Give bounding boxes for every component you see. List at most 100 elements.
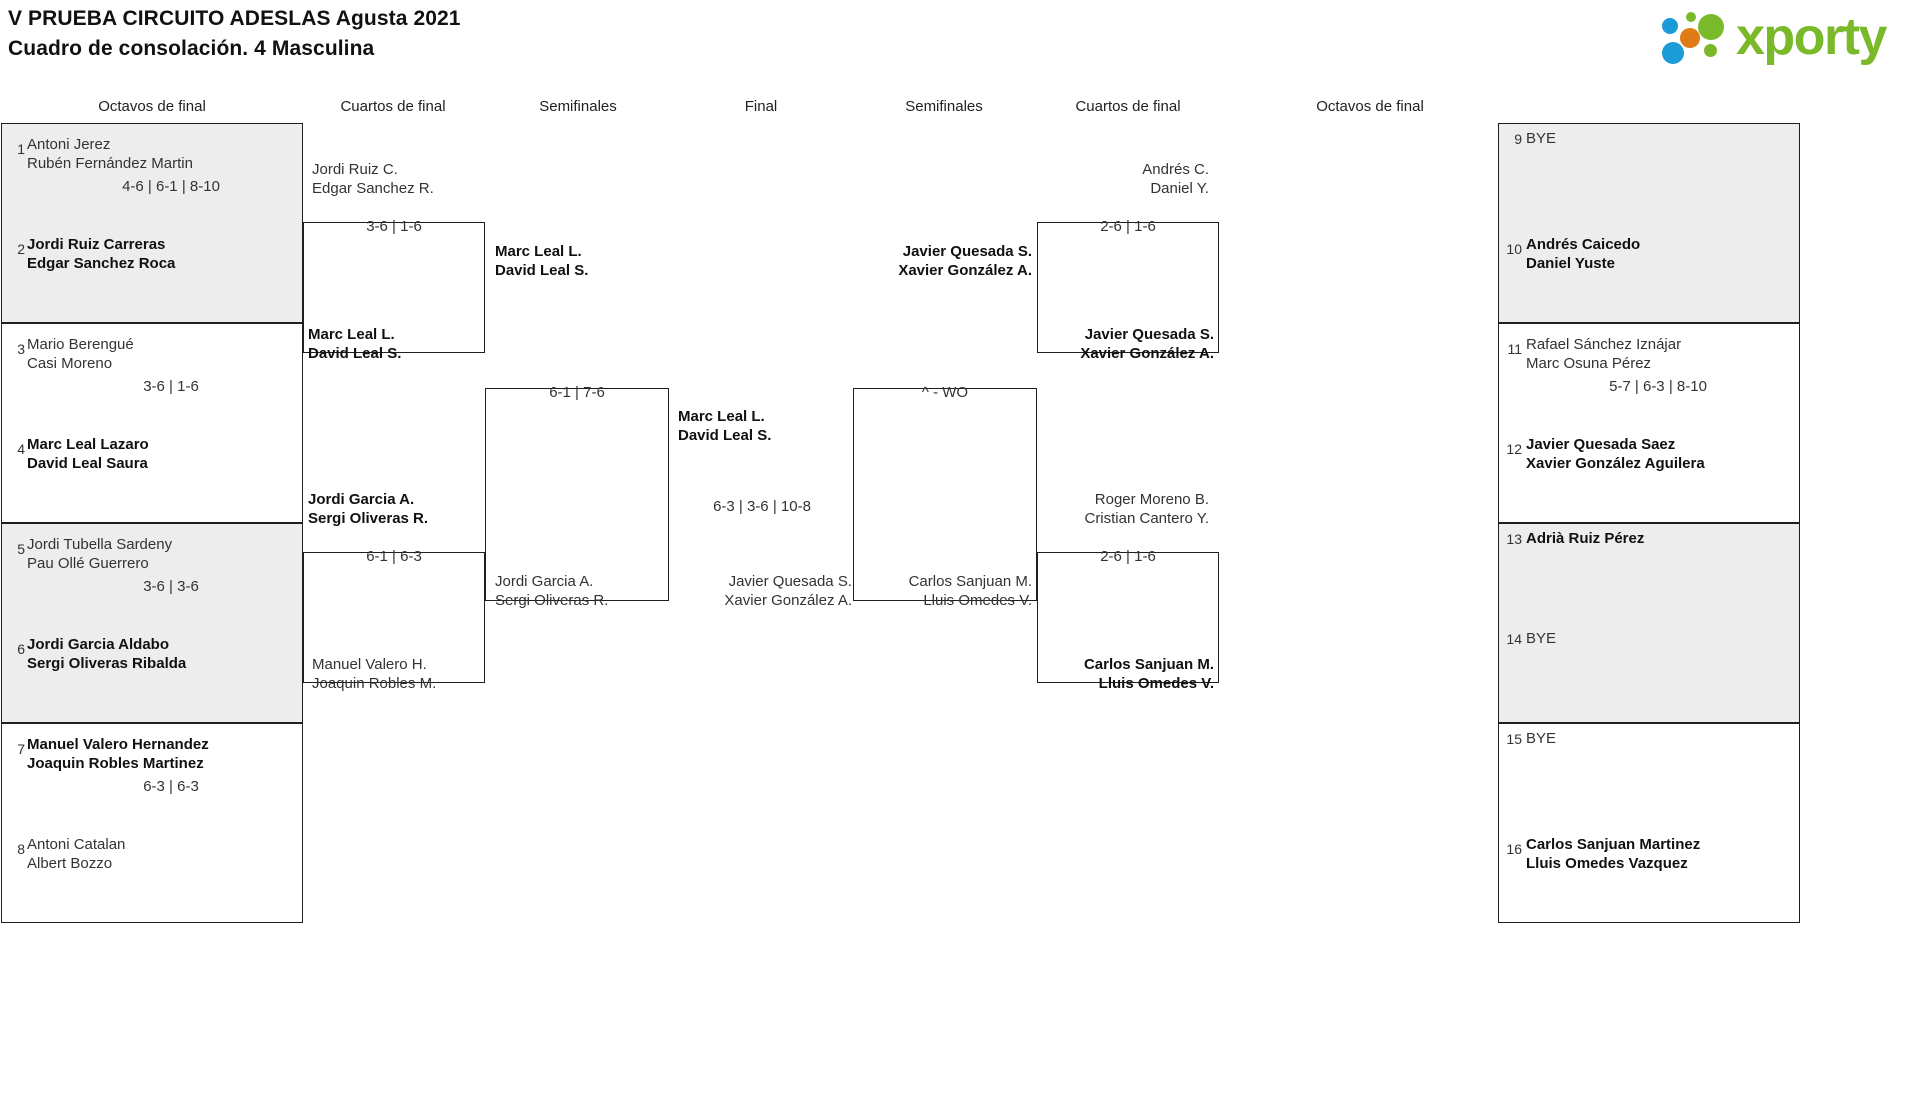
qf-left-match-1[interactable]: [303, 552, 485, 683]
qf-right-0-top-a: Andrés C.: [1142, 161, 1209, 178]
r16-right-match-3[interactable]: [1498, 723, 1800, 923]
player-right-6-a: BYE: [1526, 730, 1557, 747]
sf-left-top-b: David Leal S.: [495, 262, 589, 279]
r16-right-match-2[interactable]: [1498, 523, 1800, 723]
seed-right-2: 11: [1507, 341, 1522, 357]
seed-right-0: 9: [1514, 131, 1522, 147]
player-left-7-a: Antoni Catalan: [27, 836, 126, 853]
qf-right-1-score: 2-6 | 1-6: [1100, 548, 1156, 565]
sf-right-bot-b: Lluis Omedes V.: [923, 592, 1032, 609]
sf-left-score: 6-1 | 7-6: [549, 384, 605, 401]
qf-right-0-top-b: Daniel Y.: [1150, 180, 1209, 197]
r16-right-match-1[interactable]: [1498, 323, 1800, 523]
seed-left-5: 6: [17, 641, 25, 657]
sf-right-match[interactable]: [853, 388, 1037, 601]
sf-right-score: ^ - WO: [921, 384, 969, 401]
qf-right-0-score: 2-6 | 1-6: [1100, 218, 1156, 235]
player-left-3-a: Marc Leal Lazaro: [27, 436, 149, 453]
qf-left-1-bot-b: Joaquin Robles M.: [312, 675, 437, 692]
r16-right-match-0[interactable]: [1498, 123, 1800, 323]
xporty-logo: xporty: [1662, 6, 1912, 68]
sf-left-match[interactable]: [485, 388, 669, 601]
score-left-2: 3-6 | 3-6: [143, 578, 199, 595]
qf-left-1-bot-a: Manuel Valero H.: [312, 656, 427, 673]
seed-right-5: 14: [1506, 631, 1522, 647]
sf-right-top-b: Xavier González A.: [898, 262, 1032, 279]
seed-left-6: 7: [17, 741, 25, 757]
title-block: V PRUEBA CIRCUITO ADESLAS Agusta 2021 Cu…: [8, 4, 461, 64]
player-left-4-a: Jordi Tubella Sardeny: [27, 536, 173, 553]
qf-right-match-1[interactable]: [1037, 552, 1219, 683]
seed-left-1: 2: [17, 241, 25, 257]
player-left-1-a: Jordi Ruiz Carreras: [27, 236, 166, 253]
seed-right-7: 16: [1506, 841, 1522, 857]
qf-left-match-0[interactable]: [303, 222, 485, 353]
logo-wordmark: xporty: [1736, 8, 1887, 66]
round-header-3: Final: [744, 98, 778, 115]
round-header-6: Octavos de final: [1316, 98, 1424, 115]
final-top-a: Marc Leal L.: [678, 408, 765, 425]
final-top-b: David Leal S.: [678, 427, 772, 444]
qf-right-1-bot-b: Lluis Omedes V.: [1098, 675, 1214, 692]
seed-right-6: 15: [1506, 731, 1522, 747]
qf-right-1-bot-a: Carlos Sanjuan M.: [1083, 656, 1214, 673]
qf-right-0-bot-b: Xavier González A.: [1080, 345, 1214, 362]
player-right-1-a: Andrés Caicedo: [1526, 236, 1641, 253]
qf-left-1-score: 6-1 | 6-3: [366, 548, 422, 565]
page-title: V PRUEBA CIRCUITO ADESLAS Agusta 2021: [8, 7, 461, 30]
qf-left-0-top-a: Jordi Ruiz C.: [312, 161, 398, 178]
seed-left-4: 5: [17, 541, 25, 557]
seed-left-3: 4: [17, 441, 25, 457]
player-left-5-a: Jordi Garcia Aldabo: [27, 636, 169, 653]
player-left-2-b: Casi Moreno: [27, 355, 113, 372]
round-header-2: Semifinales: [539, 98, 617, 115]
sf-left-bot-b: Sergi Oliveras R.: [495, 592, 609, 609]
score-right-1: 5-7 | 6-3 | 8-10: [1609, 378, 1707, 395]
qf-right-match-0[interactable]: [1037, 222, 1219, 353]
qf-left-0-bot-b: David Leal S.: [308, 345, 402, 362]
player-right-4-a: Adrià Ruiz Pérez: [1526, 530, 1645, 547]
qf-left-0-score: 3-6 | 1-6: [366, 218, 422, 235]
player-left-0-b: Rubén Fernández Martin: [27, 155, 193, 172]
player-right-1-b: Daniel Yuste: [1526, 255, 1615, 272]
r16-left-match-2[interactable]: [1, 523, 303, 723]
r16-left-match-3[interactable]: [1, 723, 303, 923]
player-left-4-b: Pau Ollé Guerrero: [27, 555, 149, 572]
page-subtitle: Cuadro de consolación. 4 Masculina: [8, 37, 375, 60]
seed-left-2: 3: [17, 341, 25, 357]
qf-right-0-bot-a: Javier Quesada S.: [1084, 326, 1214, 343]
score-left-0: 4-6 | 6-1 | 8-10: [122, 178, 220, 195]
sf-left-top-a: Marc Leal L.: [495, 243, 582, 260]
qf-left-0-bot-a: Marc Leal L.: [308, 326, 395, 343]
r16-left-match-1[interactable]: [1, 323, 303, 523]
player-right-3-a: Javier Quesada Saez: [1526, 436, 1676, 453]
r16-left-match-0[interactable]: [1, 123, 303, 323]
player-left-5-b: Sergi Oliveras Ribalda: [27, 655, 187, 672]
player-left-2-a: Mario Berengué: [27, 336, 134, 353]
seed-left-0: 1: [17, 141, 25, 157]
sf-left-bot-a: Jordi Garcia A.: [495, 573, 594, 590]
player-right-7-b: Lluis Omedes Vazquez: [1526, 855, 1688, 872]
logo-dots-icon: [1662, 12, 1734, 64]
player-left-6-b: Joaquin Robles Martinez: [27, 755, 204, 772]
player-right-3-b: Xavier González Aguilera: [1526, 455, 1705, 472]
seed-left-7: 8: [17, 841, 25, 857]
final-bot-a: Javier Quesada S.: [728, 573, 852, 590]
player-right-2-b: Marc Osuna Pérez: [1526, 355, 1652, 372]
final-score: 6-3 | 3-6 | 10-8: [713, 498, 811, 515]
seed-right-4: 13: [1506, 531, 1522, 547]
qf-right-1-top-b: Cristian Cantero Y.: [1084, 510, 1209, 527]
round-header-4: Semifinales: [905, 98, 983, 115]
qf-left-1-top-a: Jordi Garcia A.: [308, 491, 415, 508]
score-left-1: 3-6 | 1-6: [143, 378, 199, 395]
round-header-0: Octavos de final: [98, 98, 206, 115]
seed-right-1: 10: [1506, 241, 1522, 257]
round-header-1: Cuartos de final: [340, 98, 446, 115]
player-right-2-a: Rafael Sánchez Iznájar: [1526, 336, 1682, 353]
qf-left-1-top-b: Sergi Oliveras R.: [308, 510, 429, 527]
player-left-0-a: Antoni Jerez: [27, 136, 111, 153]
player-left-3-b: David Leal Saura: [27, 455, 148, 472]
player-left-1-b: Edgar Sanchez Roca: [27, 255, 176, 272]
sf-right-top-a: Javier Quesada S.: [902, 243, 1032, 260]
round-header-5: Cuartos de final: [1075, 98, 1181, 115]
